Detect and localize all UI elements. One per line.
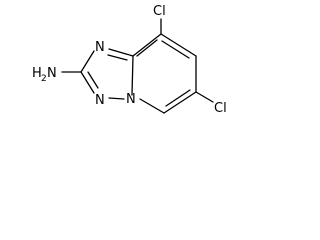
bond-n4-c5 — [139, 98, 165, 114]
bond-c7-c8 — [160, 33, 197, 57]
ring-nitrogen-upper-label: N — [95, 40, 105, 55]
atom-labels: Cl Cl N N N H 2 N — [32, 4, 227, 116]
bond-c6-cl — [195, 91, 214, 103]
bond-c8-c8a — [132, 33, 162, 57]
bond-c8a-n4 — [131, 55, 134, 96]
bond-c5-c6 — [163, 91, 197, 114]
bond-c2-n3-inner — [87, 71, 99, 89]
bond-n1-c2 — [80, 50, 95, 73]
amine-nitrogen-label: N — [47, 66, 57, 81]
ring-nitrogen-bridge-label: N — [126, 92, 136, 107]
amine-hydrogen-count: 2 — [41, 74, 47, 84]
bond-c7-c8-inner — [161, 40, 190, 59]
bond-lines — [61, 18, 214, 114]
bond-c5-c6-inner — [165, 89, 191, 107]
bond-c2-n3 — [80, 71, 95, 94]
bond-c8a-n1-inner — [107, 54, 128, 61]
bond-n3-n4 — [108, 97, 125, 100]
chemical-structure: Cl Cl N N N H 2 N — [32, 4, 227, 116]
chlorine-top-label: Cl — [153, 4, 166, 19]
bond-c8a-n1 — [108, 48, 134, 57]
chlorine-right-label: Cl — [214, 101, 227, 116]
amine-hydrogen-label: H — [32, 66, 42, 81]
ring-nitrogen-lower-label: N — [95, 93, 105, 108]
bond-c8-c8a-inner — [136, 39, 158, 57]
